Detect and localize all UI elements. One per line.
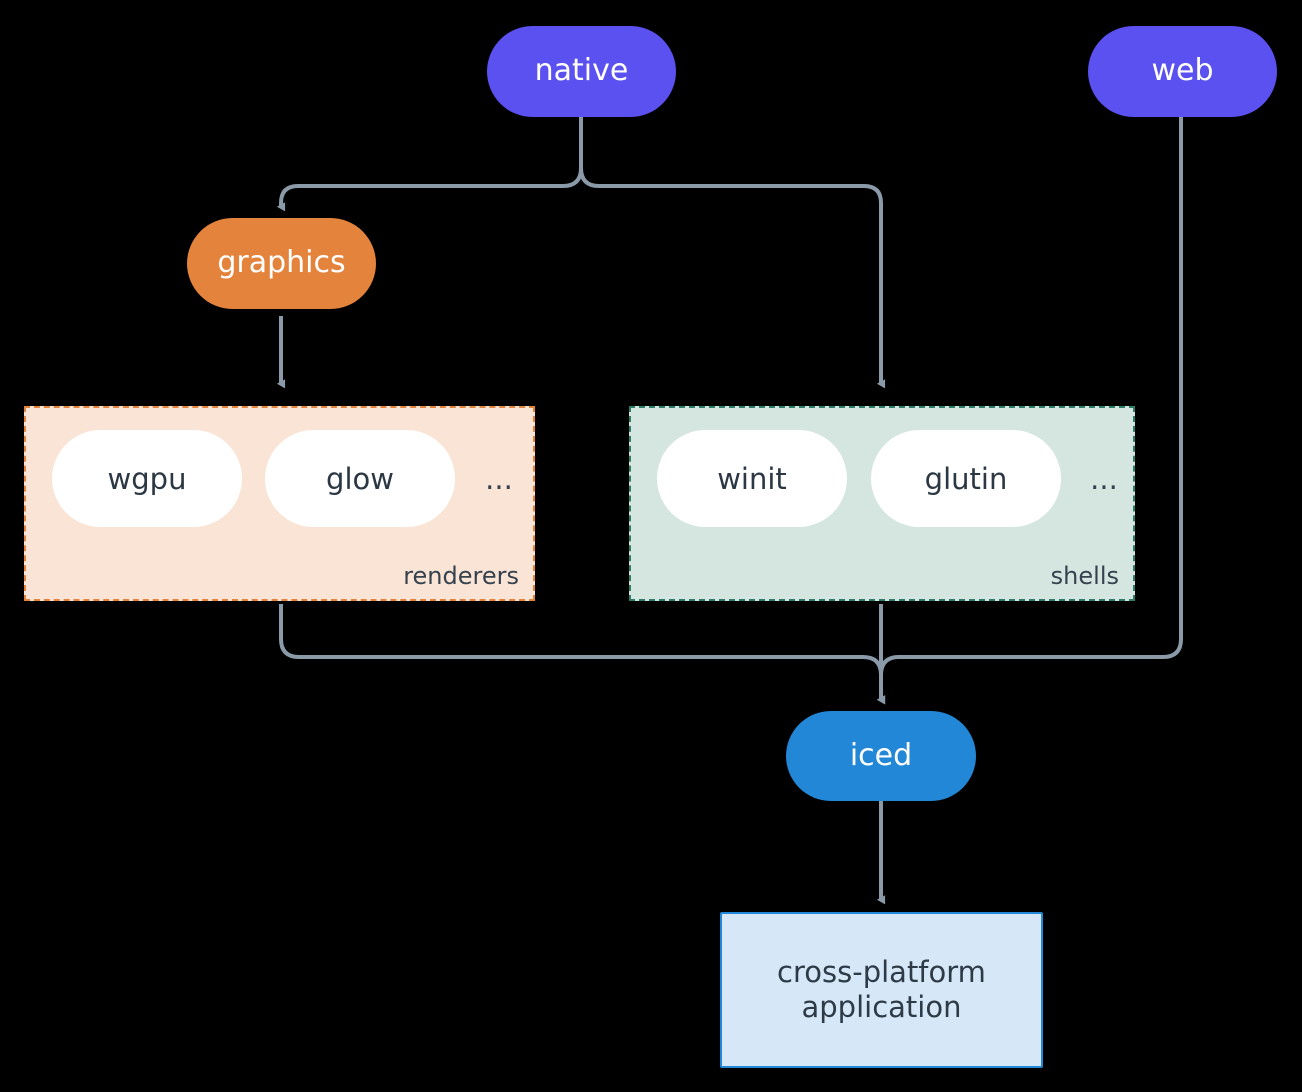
group-shells: winit glutin ... shells xyxy=(629,406,1135,601)
chip-winit-label: winit xyxy=(717,461,787,496)
shells-more-label: ... xyxy=(1090,461,1118,496)
group-renderers: wgpu glow ... renderers xyxy=(24,406,535,601)
renderers-more-label: ... xyxy=(485,461,513,496)
shells-more-indicator: ... xyxy=(1081,430,1127,527)
node-web-label: web xyxy=(1151,53,1214,89)
chip-glutin-label: glutin xyxy=(924,461,1008,496)
node-native-label: native xyxy=(534,53,629,89)
renderers-more-indicator: ... xyxy=(476,430,522,527)
node-graphics[interactable]: graphics xyxy=(187,218,376,309)
chip-wgpu[interactable]: wgpu xyxy=(52,430,242,527)
chip-glow[interactable]: glow xyxy=(265,430,455,527)
node-iced[interactable]: iced xyxy=(786,711,976,801)
node-iced-label: iced xyxy=(849,737,913,773)
node-application[interactable]: cross-platform application xyxy=(720,912,1043,1068)
node-application-label: cross-platform application xyxy=(777,954,986,1024)
edge-native-to-graphics xyxy=(276,167,583,212)
chip-wgpu-label: wgpu xyxy=(107,461,187,496)
edge-renderers-to-iced xyxy=(279,604,886,705)
chip-glutin[interactable]: glutin xyxy=(871,430,1061,527)
node-native[interactable]: native xyxy=(487,26,676,117)
group-renderers-label: renderers xyxy=(403,562,519,590)
node-graphics-label: graphics xyxy=(217,245,346,281)
chip-winit[interactable]: winit xyxy=(657,430,847,527)
chip-glow-label: glow xyxy=(326,461,394,496)
node-web[interactable]: web xyxy=(1088,26,1277,117)
group-shells-label: shells xyxy=(1050,562,1119,590)
edge-native-to-shells xyxy=(579,167,886,389)
